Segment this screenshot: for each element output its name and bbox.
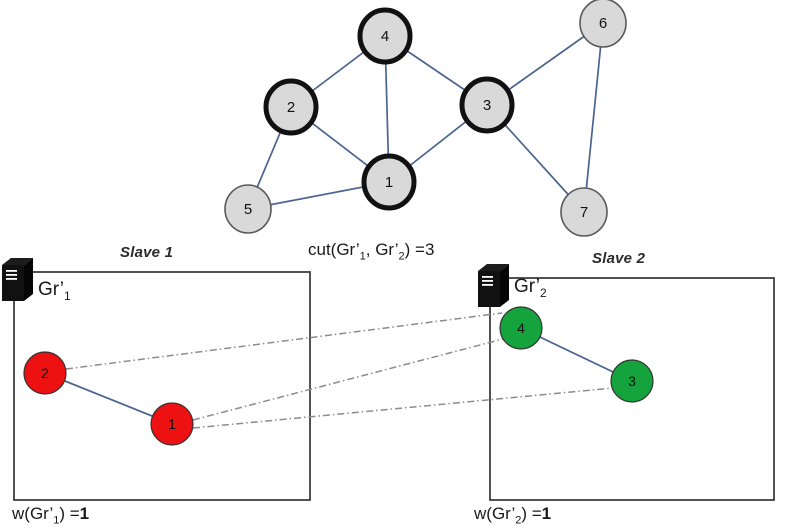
slave-2-server-icon-vent-3 bbox=[482, 284, 493, 286]
cut-value-label: cut(Gr’1, Gr’2) =3 bbox=[308, 240, 434, 262]
slave-2-weight-value: 1 bbox=[541, 504, 552, 523]
cut-label-prefix: cut(Gr’ bbox=[308, 240, 360, 259]
slave-2-node-label-3: 3 bbox=[628, 373, 636, 389]
slave-1-server-icon-vent-3 bbox=[6, 278, 17, 280]
slave-2-graph-label-sub: 2 bbox=[540, 285, 547, 300]
cut-edge-1-3 bbox=[192, 387, 614, 429]
slave-2-node-4: 4 bbox=[499, 306, 543, 350]
slave-1-nodes: 21 bbox=[23, 351, 194, 446]
slave-2-graph-label-text: Gr’ bbox=[514, 276, 541, 297]
graph-node-label-4: 4 bbox=[381, 28, 389, 45]
slave-1-graph-label-sub: 1 bbox=[64, 288, 71, 303]
slave-1-node-1: 1 bbox=[150, 402, 194, 446]
slave-1-title: Slave 1 bbox=[120, 244, 174, 261]
cut-label-sub1: 1 bbox=[359, 250, 366, 263]
slave-2-server-icon bbox=[478, 264, 509, 307]
graph-node-circle-6 bbox=[579, 0, 627, 48]
graph-node-label-2: 2 bbox=[287, 99, 295, 116]
slave-1-server-icon-top bbox=[2, 258, 33, 265]
slave-2-server-icon-vent-1 bbox=[482, 276, 493, 278]
graph-node-label-1: 1 bbox=[385, 174, 393, 191]
cut-edge-1-4 bbox=[192, 338, 504, 421]
graph-node-4: 4 bbox=[357, 7, 413, 65]
graph-node-6: 6 bbox=[579, 0, 627, 48]
cut-label-sub2: 2 bbox=[398, 250, 405, 263]
slave-2-node-label-4: 4 bbox=[517, 320, 525, 336]
graph-node-circle-7 bbox=[560, 187, 608, 237]
graph-node-label-5: 5 bbox=[244, 201, 252, 218]
slave-1-server-icon-vent-1 bbox=[6, 270, 17, 272]
slave-2-node-circle-4 bbox=[499, 306, 543, 350]
slave-2-graph-label: Gr’2 bbox=[514, 276, 547, 300]
slave-1-node-label-2: 2 bbox=[41, 365, 49, 381]
slave-2-weight-suffix: ) = bbox=[521, 504, 542, 523]
slave-1-weight-suffix: ) = bbox=[59, 504, 80, 523]
graph-node-circle-1 bbox=[361, 153, 417, 211]
graph-node-2: 2 bbox=[263, 78, 319, 136]
slave-1-node-circle-1 bbox=[150, 402, 194, 446]
slave-1-node-label-1: 1 bbox=[168, 416, 176, 432]
graph-node-5: 5 bbox=[224, 184, 272, 234]
slave-1-weight-sub: 1 bbox=[53, 514, 60, 527]
slave-2-weight-label: w(Gr’2) =1 bbox=[474, 504, 551, 526]
slave-1-weight-prefix: w(Gr’ bbox=[12, 504, 54, 523]
slave-boxes bbox=[13, 271, 775, 501]
slave-1-server-icon-vent-2 bbox=[6, 274, 17, 276]
graph-node-circle-3 bbox=[459, 76, 515, 134]
cut-edge-2-4 bbox=[65, 312, 503, 370]
graph-node-circle-4 bbox=[357, 7, 413, 65]
slave-1-node-circle-2 bbox=[23, 351, 67, 395]
graph-edge-6-7 bbox=[583, 22, 604, 213]
slave-2-server-icon-top bbox=[478, 264, 509, 271]
slave-1-weight-label: w(Gr’1) =1 bbox=[12, 504, 89, 526]
slave-1-server-icon-side bbox=[24, 258, 33, 301]
cut-label-mid: , Gr’ bbox=[365, 240, 399, 259]
slave-1-node-2: 2 bbox=[23, 351, 67, 395]
slave-1-graph-label: Gr’1 bbox=[38, 279, 71, 303]
slave-1-edges bbox=[44, 372, 173, 425]
slave-1-edge-2-1 bbox=[44, 372, 173, 425]
cut-label-suffix: ) =3 bbox=[404, 240, 435, 259]
slave-1-graph-label-text: Gr’ bbox=[38, 279, 65, 300]
slave-2-server-icon-side bbox=[500, 264, 509, 307]
graph-node-label-3: 3 bbox=[483, 97, 491, 114]
server-icons-group bbox=[2, 258, 509, 307]
slave-2-node-circle-3 bbox=[610, 359, 654, 403]
slave-1-server-icon bbox=[2, 258, 33, 301]
graph-node-circle-2 bbox=[263, 78, 319, 136]
slave-2-weight-sub: 2 bbox=[515, 514, 522, 527]
slave-2-title: Slave 2 bbox=[592, 250, 646, 267]
graph-node-7: 7 bbox=[560, 187, 608, 237]
graph-node-label-6: 6 bbox=[599, 15, 607, 32]
slave-2-node-3: 3 bbox=[610, 359, 654, 403]
cut-edges-group bbox=[65, 312, 614, 429]
slave-2-server-icon-vent-2 bbox=[482, 280, 493, 282]
graph-node-3: 3 bbox=[459, 76, 515, 134]
original-graph-nodes: 1 2 3 4 5 6 7 bbox=[224, 0, 627, 237]
slave-1-box bbox=[13, 271, 311, 501]
slave-2-box bbox=[489, 277, 775, 501]
slave-2-nodes: 43 bbox=[499, 306, 654, 403]
graph-node-circle-5 bbox=[224, 184, 272, 234]
slave-2-weight-prefix: w(Gr’ bbox=[474, 504, 516, 523]
graph-node-1: 1 bbox=[361, 153, 417, 211]
graph-node-label-7: 7 bbox=[580, 204, 588, 221]
slave-1-weight-value: 1 bbox=[79, 504, 90, 523]
